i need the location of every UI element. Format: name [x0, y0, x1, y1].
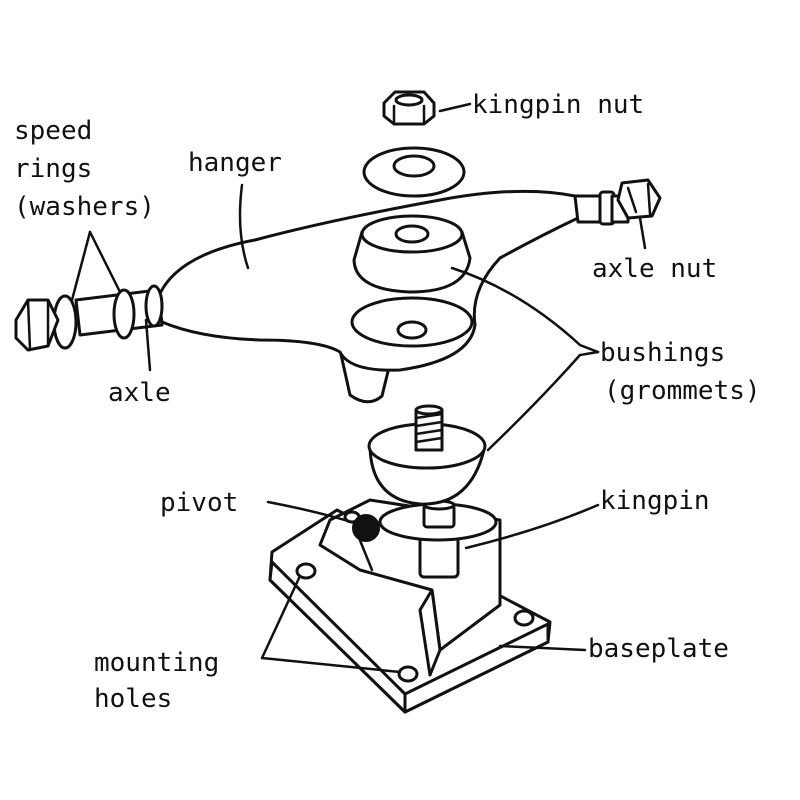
pivot-cup	[352, 514, 380, 542]
leader-kingpin	[464, 503, 600, 550]
label-speed-rings-line3: (washers)	[14, 192, 155, 222]
label-mounting-holes-line1: mounting	[94, 648, 220, 678]
leader-speed-rings-a	[70, 230, 92, 302]
upper-bushing	[352, 214, 472, 294]
leader-bushings-b	[486, 350, 600, 452]
mounting-hole	[397, 665, 419, 683]
label-kingpin-nut: kingpin nut	[472, 90, 645, 120]
leader-speed-rings-b	[88, 230, 122, 294]
label-axle-nut: axle nut	[592, 254, 718, 284]
leader-bushings-a	[450, 266, 600, 354]
leader-hanger	[238, 183, 250, 270]
label-pivot: pivot	[160, 488, 239, 518]
kingpin-nut-part	[382, 90, 436, 126]
label-baseplate: baseplate	[588, 634, 729, 664]
label-speed-rings-line1: speed	[14, 116, 93, 146]
leader-axle-nut	[638, 216, 647, 250]
mounting-hole	[295, 562, 317, 580]
mounting-hole	[513, 609, 535, 627]
leader-kingpin-nut	[438, 102, 472, 113]
lower-bushing	[367, 404, 487, 506]
leader-mounting-holes-b	[260, 656, 402, 674]
label-bushings-line2: (grommets)	[604, 376, 761, 406]
leader-lines	[70, 102, 647, 674]
leader-mounting-holes-a	[260, 574, 302, 660]
label-bushings-line1: bushings	[600, 338, 726, 368]
leader-pivot	[266, 500, 360, 526]
label-speed-rings-line2: rings	[14, 154, 93, 184]
label-kingpin: kingpin	[600, 486, 710, 516]
label-axle: axle	[108, 378, 171, 408]
top-washer	[362, 146, 466, 198]
label-hanger: hanger	[188, 148, 282, 178]
leader-axle	[144, 318, 152, 372]
label-mounting-holes-line2: holes	[94, 684, 173, 714]
leader-baseplate	[498, 644, 587, 652]
